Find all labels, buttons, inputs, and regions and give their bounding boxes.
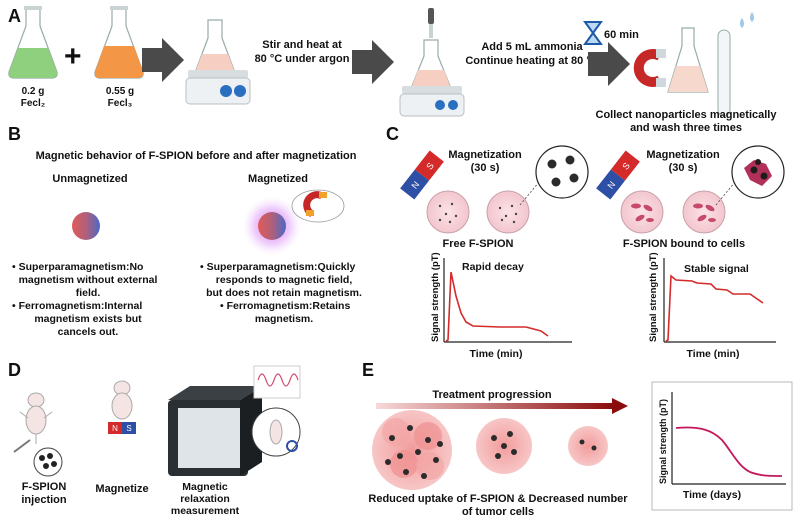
stable-curve-label: Stable signal — [684, 263, 749, 275]
petri-dish-icon — [426, 190, 470, 234]
right-bullet-2-line1: • Ferromagnetism:Retains — [220, 300, 350, 312]
mouse-injection-icon — [13, 392, 63, 477]
arrow-icon — [588, 42, 630, 86]
relaxation-signal-inset-icon — [253, 365, 301, 399]
magnet-small-icon — [291, 189, 345, 223]
left-bullet-2-line3: cancels out. — [58, 326, 119, 338]
step2-line2: Continue heating at 80 °C — [465, 55, 598, 67]
right-bullet-1-line2: responds to magnetic field, — [216, 274, 353, 286]
right-bullets: • Superparamagnetism:Quickly responds to… — [200, 261, 362, 325]
magnetized-heading: Magnetized — [248, 173, 308, 185]
cell-dish-icon — [682, 190, 726, 234]
injection-line1: F-SPION — [22, 481, 67, 493]
flask-orange-icon — [94, 6, 144, 79]
magnet-n-label: N — [605, 179, 617, 190]
arrow-icon — [352, 40, 394, 84]
panel-b-title: Magnetic behavior of F-SPION before and … — [36, 150, 357, 162]
measurement-line1: Magnetic — [182, 481, 228, 493]
right-bullet-2-line2: magnetism. — [255, 313, 313, 325]
treatment-arrow-icon — [376, 398, 628, 414]
tumor-medium-icon — [476, 418, 532, 474]
unmagnetized-heading: Unmagnetized — [52, 173, 127, 185]
collect-line2: and wash three times — [630, 122, 742, 134]
stable-y-label: Signal strength (pT) — [648, 252, 659, 342]
right-magnetization-line1: Magnetization — [646, 149, 720, 161]
tumor-caption-line2: of tumor cells — [462, 506, 534, 518]
left-magnetization-line1: Magnetization — [448, 149, 522, 161]
relaxometer-device-icon — [168, 386, 262, 476]
left-bullet-2-line1: • Ferromagnetism:Internal — [12, 300, 142, 312]
collect-line1: Collect nanoparticles magnetically — [596, 109, 778, 121]
flask-orange-compound: Fecl₃ — [108, 98, 133, 109]
step1-line1: Stir and heat at — [262, 39, 342, 51]
left-bullet-2-line2: magnetism exists but — [34, 313, 142, 325]
bound-cells-caption: F-SPION bound to cells — [623, 238, 745, 250]
mouse-in-coil-icon — [251, 407, 301, 457]
flask-nanoparticles-icon — [667, 27, 709, 93]
measurement-line3: measurement — [171, 505, 240, 517]
right-bullet-1-line1: • Superparamagnetism:Quickly — [200, 261, 356, 273]
test-tube-icon — [717, 12, 754, 117]
decay-chart: Signal strength (pT) Time (min) Rapid de… — [430, 252, 572, 360]
panel-label-a: A — [8, 6, 21, 26]
free-fspion-caption: Free F-SPION — [443, 238, 514, 250]
magnet-s-label: S — [126, 424, 131, 433]
panel-label-e: E — [362, 360, 374, 380]
stable-x-label: Time (min) — [687, 348, 740, 360]
injection-line2: injection — [21, 494, 67, 506]
magnet-s-label: S — [424, 161, 436, 172]
magnet-n-label: N — [409, 179, 421, 190]
measurement-line2: relaxation — [180, 493, 230, 505]
hotplate-icon — [185, 19, 251, 105]
arrow-icon — [142, 38, 184, 82]
cell-dish-icon — [620, 190, 664, 234]
flask-green-icon — [8, 6, 58, 79]
hotplate-dropper-icon — [399, 8, 465, 117]
magnet-n-label: N — [112, 424, 118, 433]
timer-label: 60 min — [604, 29, 639, 41]
tumor-caption-line1: Reduced uptake of F-SPION & Decreased nu… — [368, 493, 628, 505]
hourglass-icon — [583, 21, 603, 45]
bar-magnet-icon: N S — [596, 150, 640, 200]
decay-curve — [445, 271, 549, 342]
plus-sign: + — [64, 40, 82, 73]
panel-label-c: C — [386, 124, 399, 144]
left-bullet-1-line3: field. — [76, 287, 101, 299]
tumor-small-icon — [568, 426, 608, 466]
step2-line1: Add 5 mL ammonia — [481, 41, 583, 53]
petri-dish-icon — [486, 190, 530, 234]
zoom-bound-cells-icon — [731, 145, 785, 199]
left-bullet-1-line2: magnetism without external — [19, 274, 158, 286]
treatment-x-label: Time (days) — [683, 489, 741, 501]
magnet-s-label: S — [620, 161, 632, 172]
particle-unmagnetized-icon — [72, 212, 100, 240]
step1-line2: 80 °C under argon — [255, 53, 350, 65]
treatment-y-label: Signal strength (pT) — [658, 399, 668, 484]
right-bullet-1-line3: but does not retain magnetism. — [206, 287, 362, 299]
bar-magnet-icon: N S — [400, 150, 444, 200]
flask-orange-mass: 0.55 g — [106, 86, 134, 97]
magnet-horseshoe-icon — [633, 49, 666, 87]
flask-green-mass: 0.2 g — [22, 86, 45, 97]
decay-x-label: Time (min) — [470, 348, 523, 360]
right-magnetization-line2: (30 s) — [669, 162, 698, 174]
stable-curve — [665, 274, 764, 342]
treatment-signal-chart: Signal strength (pT) Time (days) — [651, 381, 793, 511]
treatment-curve — [675, 426, 783, 477]
panel-label-d: D — [8, 360, 21, 380]
left-bullet-1-line1: • Superparamagnetism:No — [12, 261, 143, 273]
flask-green-compound: Fecl₂ — [21, 98, 45, 109]
decay-y-label: Signal strength (pT) — [430, 252, 441, 342]
left-magnetization-line2: (30 s) — [471, 162, 500, 174]
tumor-large-icon — [372, 410, 452, 490]
stable-chart: Signal strength (pT) Time (min) Stable s… — [648, 252, 776, 360]
mouse-magnetize-icon: N S — [108, 380, 136, 434]
left-bullets: • Superparamagnetism:No magnetism withou… — [12, 261, 158, 338]
zoom-free-particles-icon — [535, 145, 589, 199]
decay-curve-label: Rapid decay — [462, 261, 524, 273]
particle-magnetized-icon — [242, 196, 302, 256]
magnetize-label: Magnetize — [95, 483, 148, 495]
panel-label-b: B — [8, 124, 21, 144]
treatment-progression-label: Treatment progression — [432, 389, 551, 401]
